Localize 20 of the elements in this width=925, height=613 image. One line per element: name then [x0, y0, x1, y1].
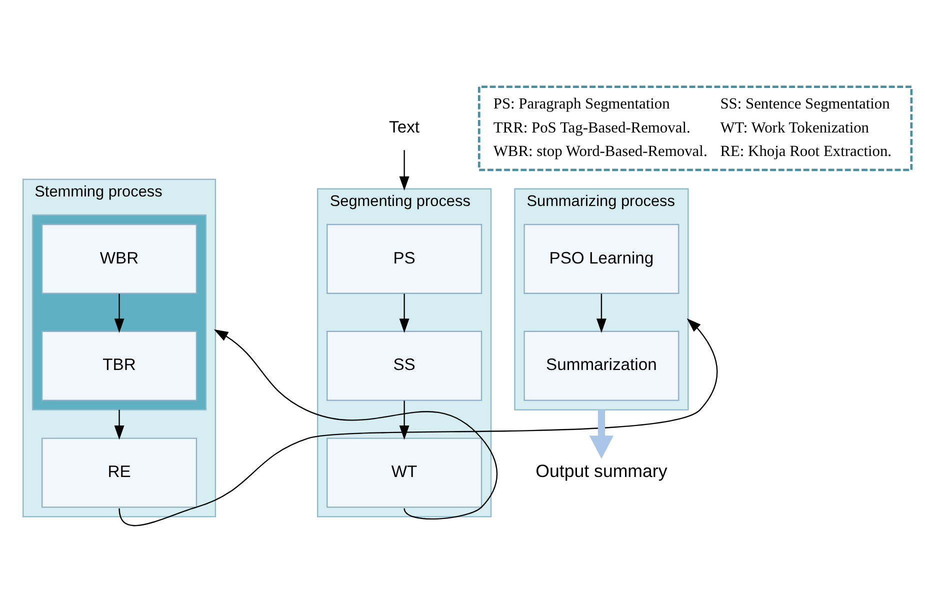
arrow — [114, 294, 124, 333]
node-box: SS — [326, 330, 482, 401]
arrow — [399, 150, 410, 191]
node-box: Summarization — [524, 330, 680, 401]
node-box: RE — [41, 438, 198, 508]
node-box: PS: Paragraph Segmentation SS: Sentence Segmentation TRR: PoS Tag-Based-Removal. WT: Work Tokenization WBR: stop Word-Based-Removal. RE: Khoja Root Extraction. — [478, 86, 913, 172]
node-box: PS — [326, 224, 482, 294]
node-text: Output summary — [536, 460, 668, 481]
node-box: TBR — [41, 330, 198, 401]
arrow — [399, 400, 410, 440]
arrow — [399, 294, 410, 333]
node-box: PSO Learning — [524, 224, 680, 294]
arrow — [589, 410, 614, 459]
arrow — [114, 410, 124, 440]
node-box: WT — [326, 438, 482, 508]
arrow — [118, 318, 718, 526]
cluster — [32, 214, 207, 410]
node-text: Text — [389, 118, 420, 137]
node-box: WBR — [41, 224, 198, 294]
arrow — [596, 294, 606, 333]
